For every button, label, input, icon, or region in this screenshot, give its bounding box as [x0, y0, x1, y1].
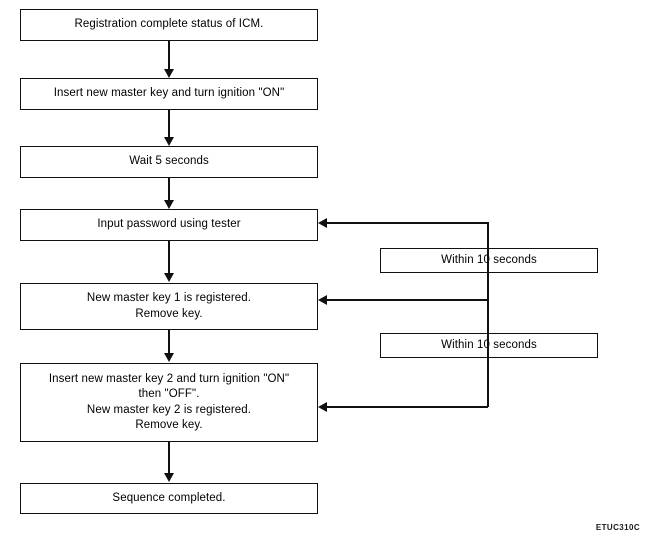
flow-node-text: Within 10 seconds	[441, 338, 537, 351]
flow-node-sequence-completed: Sequence completed.	[20, 483, 318, 514]
flow-node-wait-5-seconds: Wait 5 seconds	[20, 146, 318, 178]
connector-timer3-to-key2	[327, 406, 488, 408]
connector-insert-key-to-wait	[168, 110, 170, 138]
flow-node-text: Input password using tester	[97, 218, 241, 231]
arrow-down-icon	[164, 137, 174, 146]
arrow-down-icon	[164, 69, 174, 78]
arrow-left-icon	[318, 295, 327, 305]
flow-node-master-key-1-registered: New master key 1 is registered. Remove k…	[20, 283, 318, 330]
arrow-down-icon	[164, 273, 174, 282]
connector-key1-to-key2	[168, 330, 170, 354]
flow-node-text: New master key 1 is registered.	[86, 292, 252, 304]
arrow-left-icon	[318, 218, 327, 228]
connector-registration-to-insert-key	[168, 41, 170, 70]
flow-node-text: Insert new master key and turn ignition …	[53, 87, 285, 100]
arrow-down-icon	[164, 473, 174, 482]
flow-node-registration-complete: Registration complete status of ICM.	[20, 9, 318, 41]
flow-node-text: Within 10 seconds	[441, 253, 537, 266]
flow-node-text: New master key 2 is registered.	[86, 403, 252, 416]
flow-node-master-key-2-registered: Insert new master key 2 and turn ignitio…	[20, 363, 318, 442]
flow-node-text: Remove key.	[135, 419, 203, 431]
flow-node-text: Wait 5 seconds	[129, 155, 209, 168]
flow-node-text: then "OFF".	[138, 388, 200, 400]
flow-node-within-10-seconds-1: Within 10 seconds	[380, 248, 598, 273]
connector-timer2-to-key1	[327, 299, 488, 301]
connector-timer-spine	[487, 222, 489, 407]
arrow-left-icon	[318, 402, 327, 412]
flow-node-input-password: Input password using tester	[20, 209, 318, 241]
flow-node-within-10-seconds-2: Within 10 seconds	[380, 333, 598, 358]
flow-node-text: Insert new master key 2 and turn ignitio…	[48, 372, 290, 385]
flow-node-text: Remove key.	[135, 307, 203, 320]
flow-node-insert-master-key: Insert new master key and turn ignition …	[20, 78, 318, 110]
flow-node-text: Sequence completed.	[112, 491, 226, 504]
connector-key2-to-sequence-completed	[168, 442, 170, 474]
arrow-down-icon	[164, 353, 174, 362]
figure-code-label: ETUC310C	[595, 523, 640, 532]
arrow-down-icon	[164, 200, 174, 209]
connector-timer1-to-input-password	[327, 222, 488, 224]
flow-node-text: Registration complete status of ICM.	[74, 18, 264, 31]
connector-input-password-to-key1	[168, 241, 170, 274]
connector-wait-to-input-password	[168, 178, 170, 201]
